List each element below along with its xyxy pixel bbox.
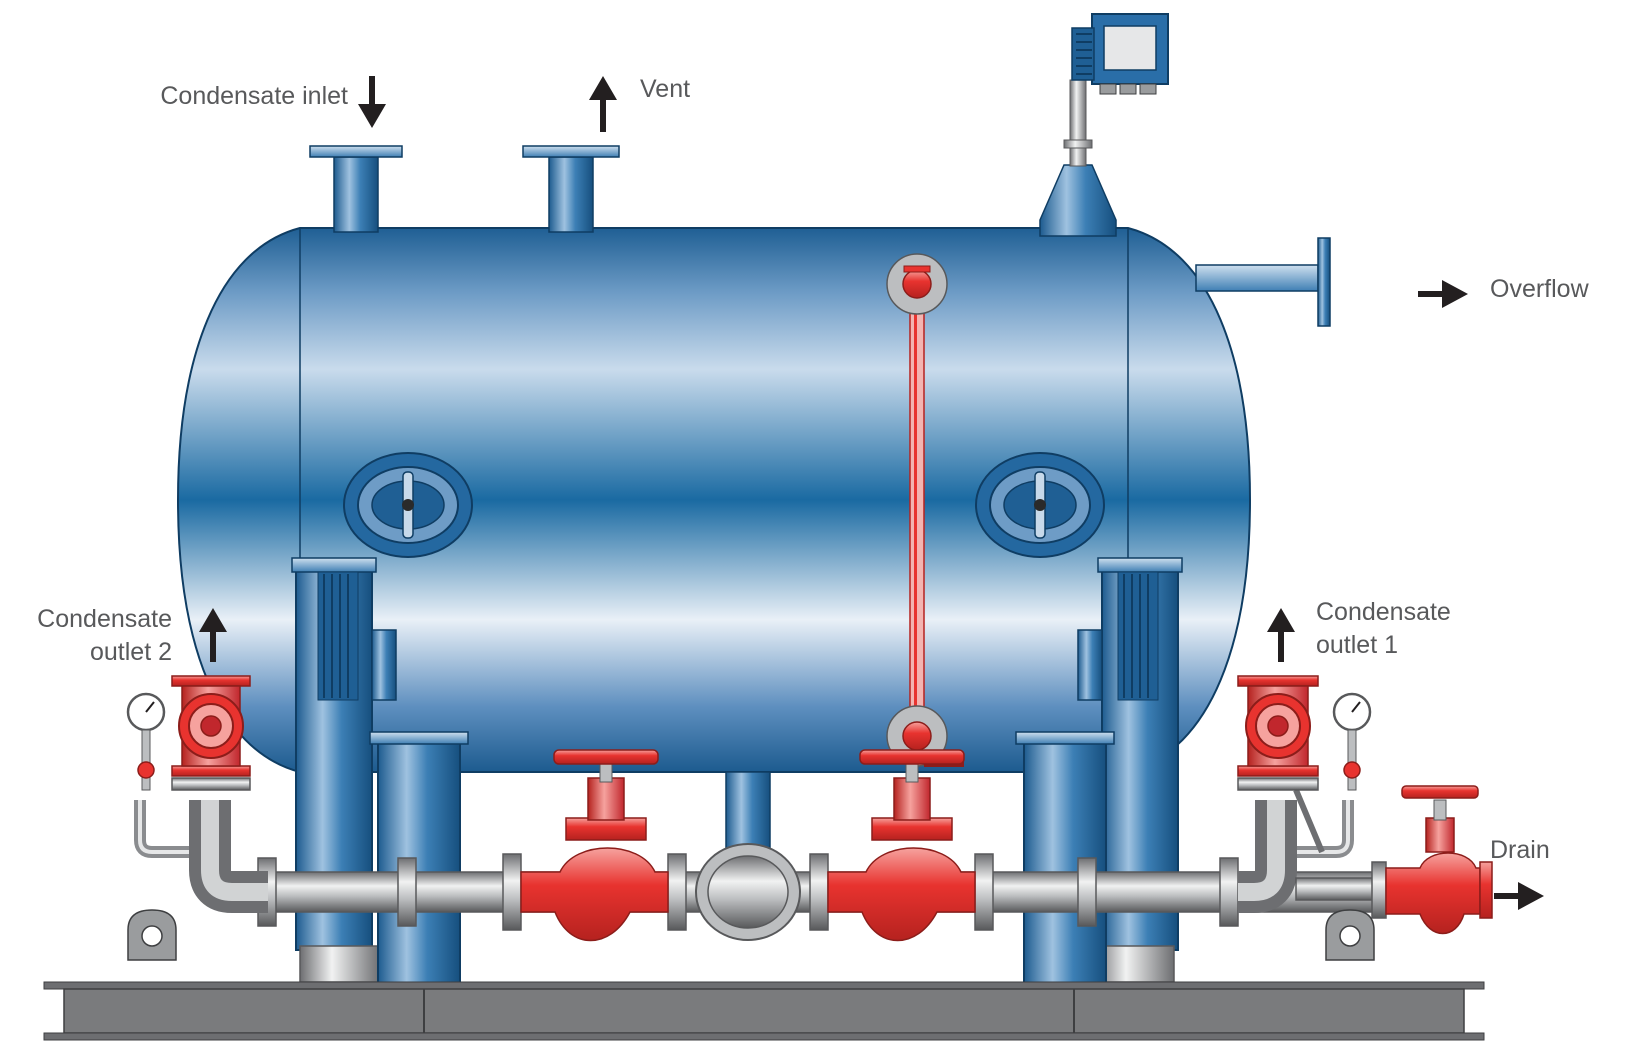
label-drain: Drain: [1490, 834, 1550, 867]
level-transmitter: [1039, 13, 1169, 237]
label-condensate-inlet: Condensate inlet: [120, 80, 348, 113]
base-frame: [43, 981, 1485, 1041]
condensate-inlet-text: Condensate inlet: [160, 82, 348, 110]
label-condensate-outlet-1: Condensate outlet 1: [1316, 596, 1451, 662]
vent-text: Vent: [640, 75, 691, 103]
tank-support-left: [369, 731, 469, 985]
manhole-right: [975, 452, 1105, 558]
isolation-valve-left: [520, 749, 669, 942]
drain-valve: [1295, 785, 1493, 935]
label-condensate-outlet-2: Condensate outlet 2: [16, 603, 172, 669]
manhole-left: [343, 452, 473, 558]
vent-nozzle: [522, 145, 620, 233]
arrow-condensate-inlet: [358, 76, 386, 128]
label-vent: Vent: [640, 73, 690, 106]
outlet2-text-line2: outlet 2: [89, 638, 172, 666]
lifting-lug-left: [127, 909, 177, 961]
tank-support-right: [1015, 731, 1115, 985]
arrow-vent: [589, 76, 617, 132]
discharge-assembly-right: [1237, 675, 1372, 913]
lifting-lug-right: [1325, 909, 1375, 961]
outlet2-text-line1: Condensate: [37, 605, 172, 633]
isolation-valve-right: [827, 749, 976, 942]
discharge-assembly-left: [126, 675, 268, 913]
overflow-nozzle: [1195, 237, 1331, 327]
label-overflow: Overflow: [1490, 273, 1589, 306]
arrow-outlet-2: [199, 608, 227, 662]
overflow-text: Overflow: [1490, 275, 1589, 303]
drain-text: Drain: [1490, 836, 1550, 864]
outlet1-text-line1: Condensate: [1316, 598, 1451, 626]
arrow-outlet-1: [1267, 608, 1295, 662]
arrow-overflow: [1418, 280, 1468, 308]
condensate-inlet-nozzle: [309, 145, 403, 233]
flow-arrows: [199, 76, 1544, 910]
outlet1-text-line2: outlet 1: [1316, 631, 1399, 659]
arrow-drain: [1494, 882, 1544, 910]
